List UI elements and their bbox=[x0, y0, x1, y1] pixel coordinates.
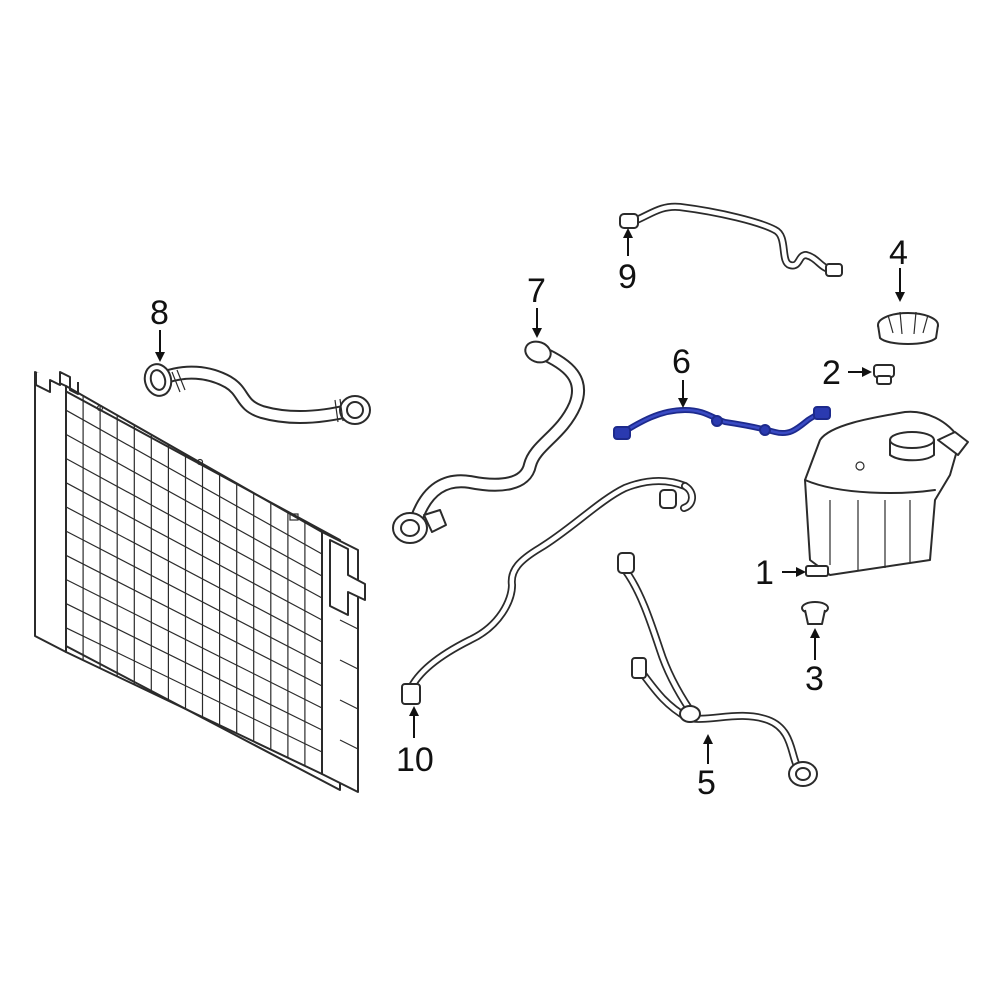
callout-3: 3 bbox=[805, 660, 824, 698]
reservoir-cap bbox=[877, 311, 939, 345]
callout-1: 1 bbox=[755, 554, 774, 592]
callout-2: 2 bbox=[822, 354, 841, 392]
radiator-fin-row bbox=[65, 554, 323, 687]
coolant-hose-6-highlighted bbox=[613, 406, 831, 440]
radiator bbox=[34, 371, 366, 793]
radiator-fin-row bbox=[65, 457, 323, 599]
radiator-fin-row bbox=[65, 651, 323, 775]
radiator-fin-row bbox=[65, 578, 323, 709]
coolant-pipe-9 bbox=[619, 202, 843, 277]
radiator-fin-row bbox=[65, 627, 323, 753]
callout-8: 8 bbox=[150, 294, 169, 332]
coolant-hose-5 bbox=[617, 552, 818, 787]
callout-7: 7 bbox=[527, 272, 546, 310]
coolant-reservoir bbox=[804, 410, 969, 577]
callout-arrows bbox=[155, 228, 905, 764]
reservoir-grommet bbox=[801, 601, 829, 625]
radiator-fin-row bbox=[65, 530, 323, 665]
bleeder-plug bbox=[873, 364, 895, 385]
callout-labels: 1 2 3 4 5 6 7 8 9 10 bbox=[150, 234, 908, 802]
radiator-fin-row bbox=[65, 506, 323, 643]
callout-6: 6 bbox=[672, 343, 691, 381]
radiator-fins bbox=[65, 385, 323, 775]
callout-9: 9 bbox=[618, 258, 637, 296]
radiator-fin-row bbox=[65, 433, 323, 577]
callout-4: 4 bbox=[889, 234, 908, 272]
radiator-fin-row bbox=[65, 482, 323, 621]
radiator-fin-row bbox=[65, 385, 323, 533]
callout-10: 10 bbox=[396, 741, 434, 779]
lower-radiator-hose bbox=[392, 340, 586, 544]
radiator-fin-row bbox=[65, 603, 323, 731]
radiator-fin-row bbox=[65, 409, 323, 555]
upper-radiator-hose bbox=[143, 363, 371, 425]
coolant-hose-10 bbox=[401, 477, 696, 705]
callout-5: 5 bbox=[697, 764, 716, 802]
